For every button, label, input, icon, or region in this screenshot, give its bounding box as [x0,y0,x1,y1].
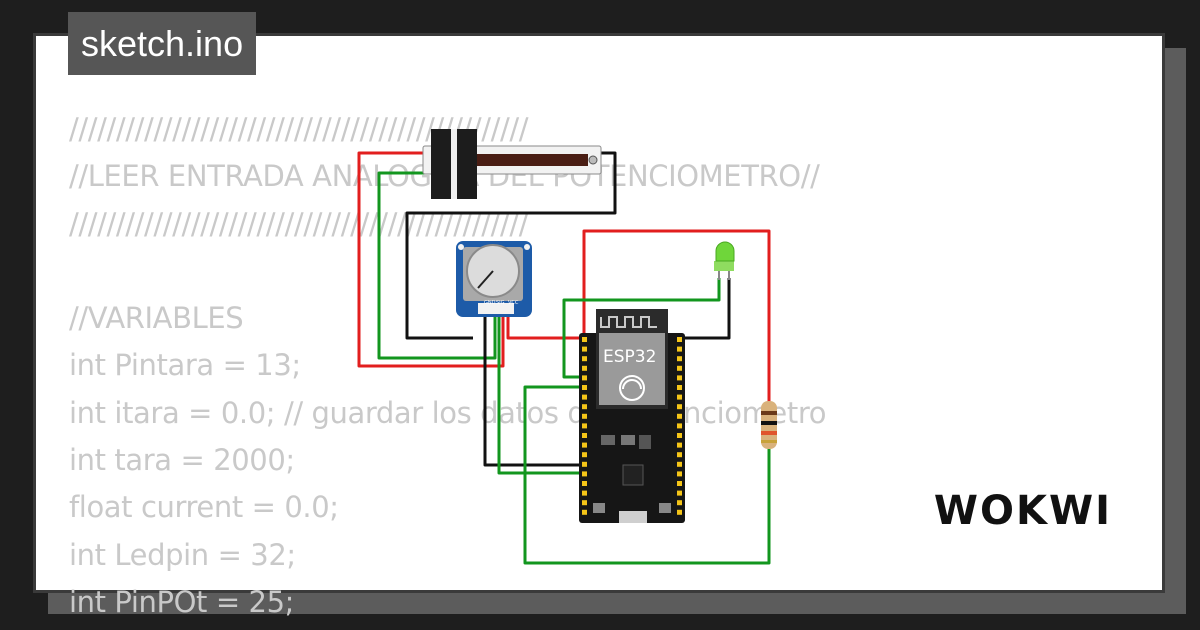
gpio-pin[interactable] [582,337,587,342]
gpio-pin[interactable] [677,413,682,419]
gpio-pin[interactable] [582,356,587,362]
wire-red-slide-pot [357,151,505,368]
wire-green-resistor [523,385,771,565]
slide-potentiometer [422,129,602,199]
gpio-pin[interactable] [582,404,587,410]
gpio-pin[interactable] [582,490,587,496]
gpio-pin[interactable] [582,385,587,390]
wire-red-vin [582,229,771,403]
gpio-pin[interactable] [677,365,682,371]
gpio-pin[interactable] [677,337,682,342]
gpio-pin[interactable] [677,452,682,458]
gpio-pin[interactable] [582,423,587,429]
code-line: int PinPOt = 25; [69,584,295,619]
code-line: int Pintara = 13; [69,348,301,383]
gpio-pin[interactable] [677,375,682,381]
gpio-pin[interactable] [677,404,682,410]
circuit-diagram: GND SIG VCC ESP32 [357,129,777,565]
code-line: float current = 0.0; [69,490,339,525]
gpio-pin[interactable] [582,346,587,352]
gpio-pin[interactable] [677,509,682,515]
pin-header-right [677,337,682,515]
gpio-pin[interactable] [677,500,682,506]
esp32-board: ESP32 [579,309,685,523]
gpio-pin[interactable] [582,394,587,400]
wire-green-slide-pot [377,171,497,360]
gpio-pin[interactable] [677,481,682,486]
wire-black-pot-gnd [483,308,584,467]
gpio-pin[interactable] [677,442,682,448]
code-preview: ////////////////////////////////////////… [69,106,826,626]
gpio-pin[interactable] [582,413,587,419]
led [714,241,735,280]
code-line: //VARIABLES [69,301,244,336]
gpio-pin[interactable] [582,452,587,458]
wokwi-logo: WOKWI [933,488,1112,534]
gpio-pin[interactable] [677,394,682,400]
gpio-pin[interactable] [582,365,587,371]
wire-black-led-gnd [671,278,731,340]
pot-pin-label: GND [484,300,496,306]
wire-green-pot-sig [497,308,584,475]
gpio-pin[interactable] [582,471,587,477]
gpio-pin[interactable] [582,375,587,381]
gpio-pin[interactable] [677,385,682,390]
rotary-potentiometer: GND SIG VCC [456,241,532,317]
wires [357,151,771,565]
gpio-pin[interactable] [677,490,682,496]
code-line: int tara = 2000; [69,443,295,478]
gpio-pin[interactable] [677,461,682,467]
pot-pin-label: SIG [496,300,505,306]
gpio-pin[interactable] [677,423,682,429]
gpio-pin[interactable] [582,500,587,506]
board-label: ESP32 [603,347,656,367]
gpio-pin[interactable] [677,433,682,438]
gpio-pin[interactable] [677,356,682,362]
gpio-pin[interactable] [677,346,682,352]
gpio-pin[interactable] [582,481,587,486]
pot-pin-label: VCC [508,300,519,306]
pin-header-left [582,337,587,515]
sketch-title: sketch.ino [68,12,257,75]
gpio-pin[interactable] [582,442,587,448]
wire-black-slide-pot [405,151,617,340]
resistor [761,401,777,449]
gpio-pin[interactable] [677,471,682,477]
gpio-pin[interactable] [582,509,587,515]
gpio-pin[interactable] [582,433,587,438]
wire-red-pot-vcc [506,308,584,340]
wire-green-led [562,278,721,379]
code-line: int Ledpin = 32; [69,537,296,572]
preview-card: ////////////////////////////////////////… [33,33,1165,619]
gpio-pin[interactable] [582,461,587,467]
